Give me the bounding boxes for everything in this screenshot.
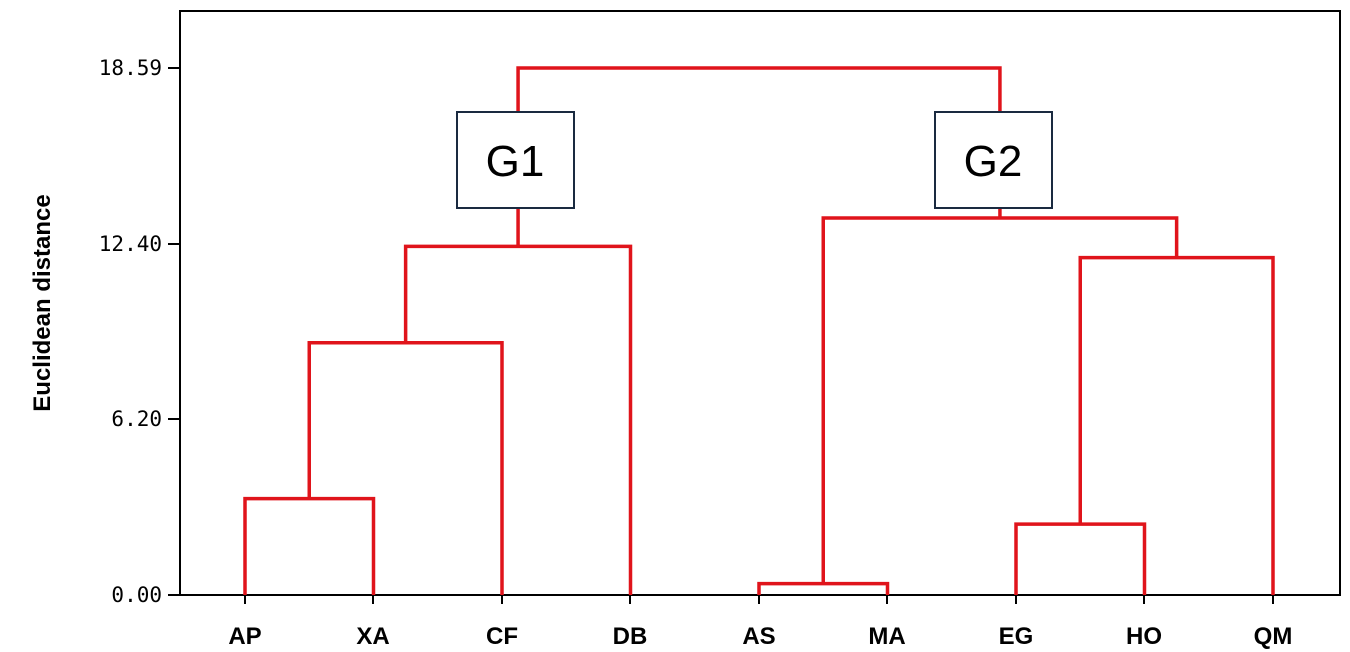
leaf-label-xa: XA — [356, 623, 389, 650]
leaf-label-eg: EG — [999, 623, 1034, 650]
leaf-label-db: DB — [613, 623, 648, 650]
dendrogram-links — [243, 66, 1275, 595]
dendrogram-link-1 — [243, 496, 376, 595]
y-tick-label-0: 0.00 — [111, 583, 162, 607]
y-axis-title: Euclidean distance — [29, 194, 56, 411]
leaf-label-ma: MA — [868, 623, 905, 650]
dendrogram-link-7 — [821, 216, 1179, 584]
group-label-g2: G2 — [934, 111, 1053, 209]
group-text-g1: G1 — [486, 137, 545, 186]
leaf-label-ho: HO — [1126, 623, 1162, 650]
group-box-g2 — [934, 111, 1053, 209]
leaf-label-qm: QM — [1254, 623, 1293, 650]
dendrogram-link-3 — [1014, 522, 1147, 595]
group-label-g1: G1 — [456, 111, 575, 209]
y-tick-label-1: 6.20 — [111, 407, 162, 431]
dendrogram-link-2 — [757, 581, 890, 595]
y-tick-label-3: 18.59 — [99, 56, 162, 80]
dendrogram-link-6 — [403, 244, 633, 595]
plot-frame — [179, 10, 1341, 596]
y-tick-label-2: 12.40 — [99, 232, 162, 256]
dendrogram-link-4 — [307, 340, 504, 595]
group-box-g1 — [456, 111, 575, 209]
dendrogram-link-5 — [1078, 255, 1275, 595]
leaf-label-ap: AP — [228, 623, 261, 650]
group-text-g2: G2 — [964, 137, 1023, 186]
leaf-label-as: AS — [742, 623, 775, 650]
leaf-label-cf: CF — [486, 623, 518, 650]
x-axis: AP XA CF DB AS MA EG HO QM — [228, 595, 1292, 650]
y-axis: 0.00 6.20 12.40 18.59 — [99, 56, 180, 607]
